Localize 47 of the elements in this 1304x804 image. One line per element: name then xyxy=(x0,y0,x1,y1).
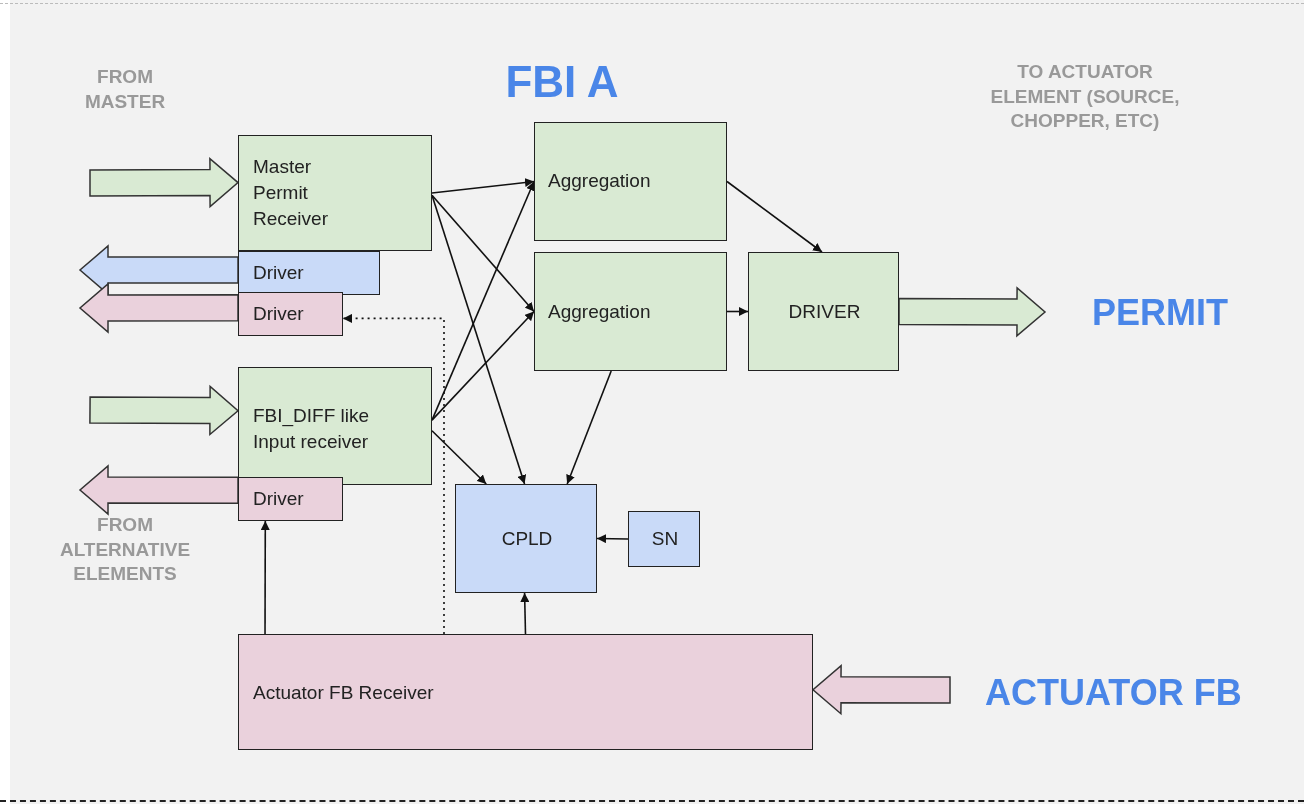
box-label: Driver xyxy=(253,302,305,326)
process-box xyxy=(534,252,727,371)
process-box xyxy=(238,477,343,521)
arrow xyxy=(431,194,535,313)
process-box xyxy=(628,511,700,567)
arrow xyxy=(431,429,488,485)
block-arrow xyxy=(811,664,951,716)
block-arrow xyxy=(898,286,1047,338)
box-label: FBI_DIFF like Input receiver xyxy=(253,404,371,455)
block-arrow xyxy=(78,464,239,516)
arrow xyxy=(431,180,535,421)
process-box xyxy=(238,292,343,336)
box-label: Master Permit Receiver xyxy=(253,155,329,232)
box-label: DRIVER xyxy=(787,300,862,324)
arrow xyxy=(566,370,612,485)
diagram-title: FBI A xyxy=(504,56,620,108)
block-arrow xyxy=(78,282,239,334)
arrow xyxy=(726,307,749,316)
arrow xyxy=(431,310,535,421)
block-arrow xyxy=(89,156,240,209)
process-box xyxy=(238,135,432,251)
arrow xyxy=(726,180,823,253)
box-label: Aggregation xyxy=(548,169,652,193)
box-label: Actuator FB Receiver xyxy=(253,681,435,705)
arrow xyxy=(431,194,527,485)
output-label: PERMIT xyxy=(1091,291,1229,335)
arrow xyxy=(596,534,629,544)
arrow xyxy=(431,178,535,194)
block-arrow xyxy=(89,384,240,437)
arrow xyxy=(260,520,270,635)
dotted-arrow xyxy=(342,313,445,635)
box-label: Driver xyxy=(253,487,305,511)
box-label: SN xyxy=(650,527,680,551)
side-note: FROM MASTER xyxy=(83,65,167,114)
process-box xyxy=(238,367,432,485)
box-label: Driver xyxy=(253,261,305,285)
box-label: Aggregation xyxy=(548,300,652,324)
process-box xyxy=(238,634,813,750)
input-label: ACTUATOR FB xyxy=(985,671,1243,715)
process-box xyxy=(534,122,727,241)
box-label: CPLD xyxy=(500,527,554,551)
side-note: TO ACTUATOR ELEMENT (SOURCE, CHOPPER, ETC) xyxy=(989,60,1181,134)
process-box xyxy=(238,251,380,295)
process-box xyxy=(455,484,597,593)
arrow xyxy=(520,592,530,635)
side-note: FROM ALTERNATIVE ELEMENTS xyxy=(58,513,192,587)
process-box xyxy=(748,252,899,371)
